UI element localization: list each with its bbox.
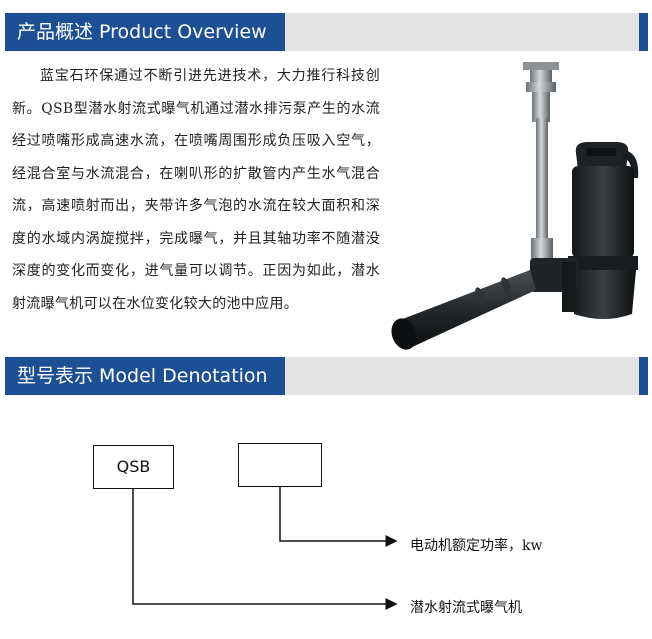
- power-connector-arrow: [279, 487, 398, 547]
- diagram-connector-lines: [132, 487, 398, 610]
- denotation-section-title: 型号表示 Model Denotation: [5, 357, 285, 395]
- header-accent-bar: [639, 13, 648, 51]
- overview-section-title: 产品概述 Product Overview: [5, 13, 285, 51]
- model-code-box: QSB: [93, 445, 174, 489]
- power-code-box: [238, 443, 322, 487]
- denotation-section-header: 型号表示 Model Denotation: [5, 357, 648, 395]
- jet-aerator-illustration: [391, 62, 639, 350]
- model-denotation-diagram: QSB 电动机额定功率，kw 潜水射流式曝气机: [0, 395, 652, 639]
- overview-paragraph: 蓝宝石环保通过不断引进先进技术，大力推行科技创新。QSB型潜水射流式曝气机通过潜…: [12, 68, 380, 312]
- type-connector-arrow: [132, 489, 398, 610]
- type-label: 潜水射流式曝气机: [410, 600, 522, 616]
- header-accent-bar: [639, 357, 648, 395]
- overview-section-header: 产品概述 Product Overview: [5, 13, 648, 51]
- power-label: 电动机额定功率，kw: [410, 538, 543, 554]
